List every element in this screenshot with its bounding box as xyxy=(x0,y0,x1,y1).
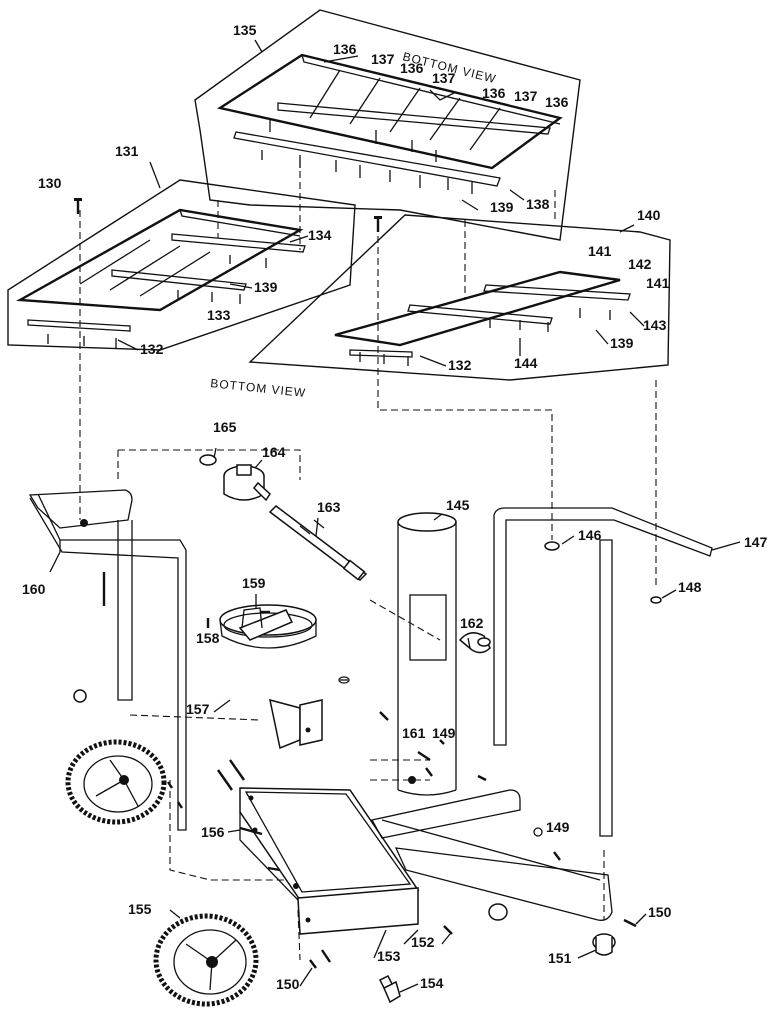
label-151: 151 xyxy=(548,950,572,966)
label-146: 146 xyxy=(578,527,602,543)
label-137b: 137 xyxy=(432,70,456,86)
hose-163 xyxy=(268,505,368,581)
label-139b: 139 xyxy=(254,279,278,295)
label-142: 142 xyxy=(628,256,652,272)
label-162: 162 xyxy=(460,615,484,631)
label-132a: 132 xyxy=(140,341,164,357)
label-150a: 150 xyxy=(648,904,672,920)
elbow-fitting-162 xyxy=(458,632,491,654)
label-158: 158 xyxy=(196,630,220,646)
label-136a: 136 xyxy=(333,41,357,57)
label-160: 160 xyxy=(22,581,46,597)
alignment-lines xyxy=(79,160,657,961)
label-145: 145 xyxy=(446,497,470,513)
label-133: 133 xyxy=(207,307,231,323)
label-147: 147 xyxy=(744,534,768,550)
label-152: 152 xyxy=(411,934,435,950)
label-136c: 136 xyxy=(482,85,506,101)
label-131: 131 xyxy=(115,143,139,159)
label-136b: 136 xyxy=(400,60,424,76)
caption-bottom-view-left: BOTTOM VIEW xyxy=(210,376,307,400)
label-161: 161 xyxy=(402,725,426,741)
label-135: 135 xyxy=(233,22,257,38)
label-141a: 141 xyxy=(588,243,612,259)
label-159: 159 xyxy=(242,575,266,591)
label-150b: 150 xyxy=(276,976,300,992)
label-136d: 136 xyxy=(545,94,569,110)
label-139c: 139 xyxy=(610,335,634,351)
right-frame-147 xyxy=(493,507,713,837)
shelf-131-panel xyxy=(7,179,356,351)
label-144: 144 xyxy=(514,355,538,371)
tank-ring-157 xyxy=(219,604,350,750)
hardware xyxy=(74,198,637,1004)
regulator-164 xyxy=(199,454,271,502)
label-149a: 149 xyxy=(432,725,456,741)
cylinder-145 xyxy=(397,512,457,796)
label-134: 134 xyxy=(308,227,332,243)
handle-frame-160 xyxy=(28,489,187,831)
label-163: 163 xyxy=(317,499,341,515)
base-pan-153 xyxy=(239,787,420,935)
label-149b: 149 xyxy=(546,819,570,835)
wheel-upper xyxy=(65,689,167,825)
label-164: 164 xyxy=(262,444,286,460)
label-138: 138 xyxy=(526,196,550,212)
label-141b: 141 xyxy=(646,275,670,291)
label-139a: 139 xyxy=(490,199,514,215)
part-labels: 130 131 132 132 133 134 135 136 136 136 … xyxy=(22,22,768,992)
label-137a: 137 xyxy=(371,51,395,67)
label-148: 148 xyxy=(678,579,702,595)
label-165: 165 xyxy=(213,419,237,435)
base-frame-rails xyxy=(371,789,616,956)
wheel-155 xyxy=(153,913,259,1007)
label-132b: 132 xyxy=(448,357,472,373)
label-137c: 137 xyxy=(514,88,538,104)
label-157: 157 xyxy=(186,701,210,717)
label-143: 143 xyxy=(643,317,667,333)
label-130: 130 xyxy=(38,175,62,191)
label-153: 153 xyxy=(377,948,401,964)
label-156: 156 xyxy=(201,824,225,840)
shelf-135-panel xyxy=(194,9,581,241)
label-155: 155 xyxy=(128,901,152,917)
label-140: 140 xyxy=(637,207,661,223)
leader-lines xyxy=(49,39,741,993)
label-154: 154 xyxy=(420,975,444,991)
